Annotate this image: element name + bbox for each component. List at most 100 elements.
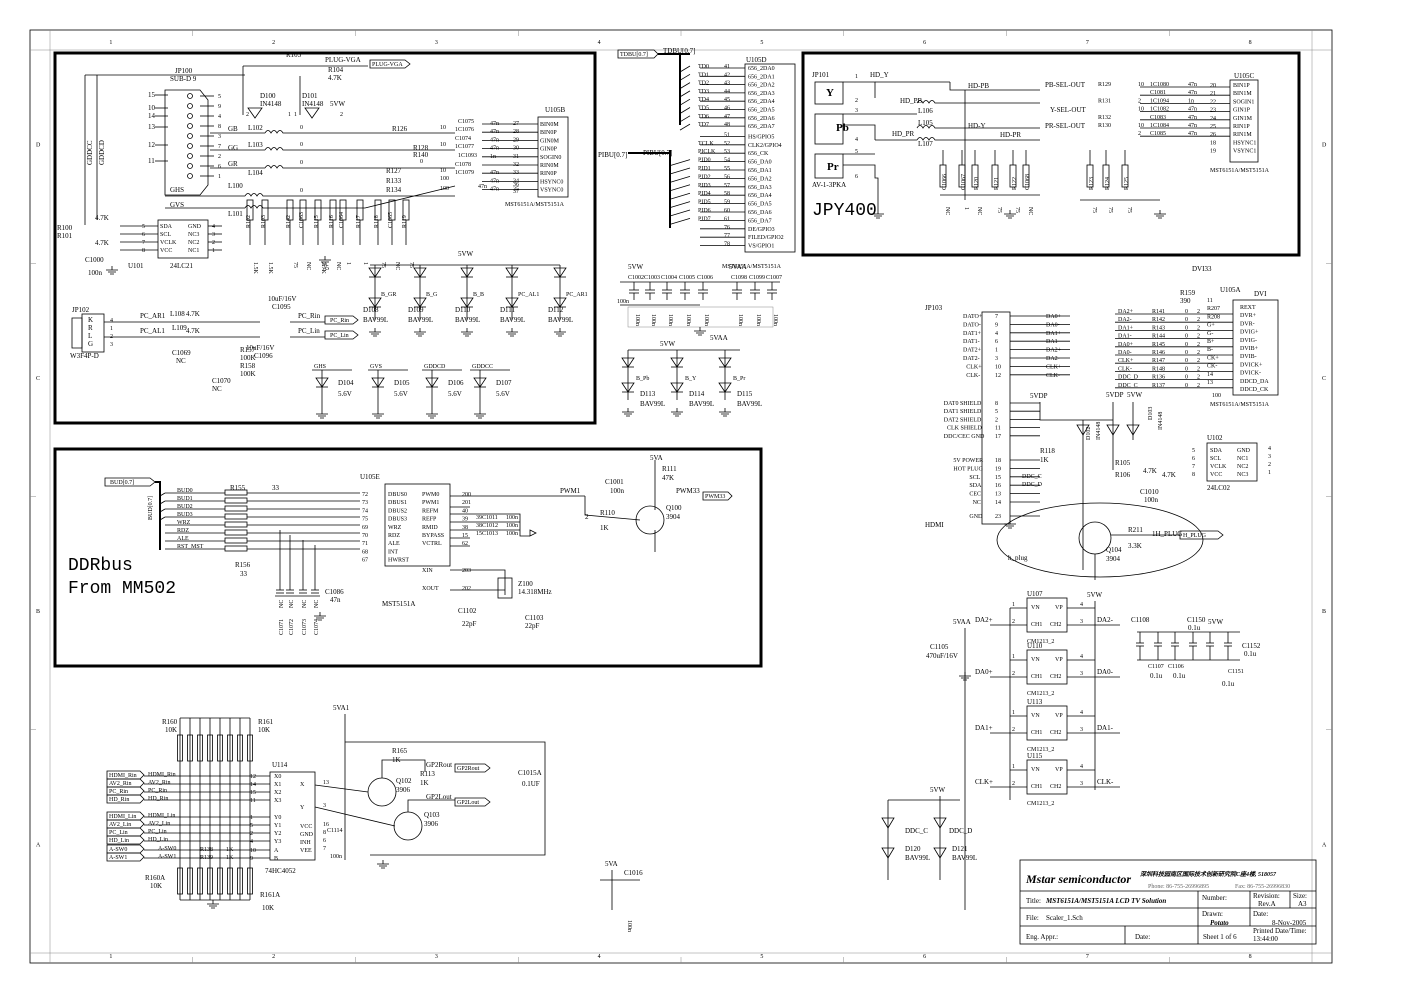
cm1213-pin-num: 1: [1012, 710, 1015, 716]
company-address: 深圳科技园南区国际技术创新研究院C座4楼, 518057: [1140, 870, 1277, 878]
u114-pin-num: 5: [250, 823, 253, 829]
u114-pin-num: 8: [323, 830, 326, 836]
dvi-net: CLK+: [1118, 358, 1134, 364]
u114-pin-num: 14: [250, 782, 256, 788]
u105d-net: TD3: [698, 89, 709, 95]
ddr-net: ALE: [177, 536, 189, 542]
jp101-type: AV-1-3PKA: [812, 181, 846, 189]
zener-net: GHS: [314, 364, 326, 370]
svg-text:IN4148: IN4148: [1096, 422, 1102, 440]
ddr-net: BUD1: [177, 496, 193, 502]
dvi-net: DA0+: [1118, 342, 1134, 348]
u105c-pin-num: 25: [1210, 124, 1216, 130]
decap-value: 100n: [737, 314, 743, 326]
dvi-res-ref: R144: [1152, 334, 1165, 340]
ypbpr-part-ref: R123: [1089, 177, 1095, 190]
svg-text:R161: R161: [258, 718, 274, 726]
svg-text:0: 0: [300, 142, 303, 148]
u102-pin-num: 7: [1192, 464, 1195, 470]
ypbpr-cap-value: 47n: [1188, 90, 1197, 96]
u114-pin-right: VCC: [300, 824, 312, 830]
jp103-pin: CLK SHIELD: [947, 426, 982, 432]
svg-text:2: 2: [855, 98, 858, 104]
u105d-pin-num: 51: [724, 132, 730, 138]
u105a-pin-num: 13: [1207, 380, 1213, 386]
esd-diode-ref: D110: [455, 306, 471, 314]
ypbpr-res-value: 2: [1138, 98, 1141, 104]
wire: [679, 107, 691, 114]
cm1213-part: CM1213_2: [1027, 691, 1054, 697]
wire: [159, 492, 166, 497]
u102-pin-left: SDA: [1210, 448, 1223, 454]
vga-part-value: NC: [394, 262, 400, 270]
cm1213-pin-num: 4: [1080, 764, 1083, 770]
svg-text:100: 100: [440, 176, 449, 182]
mux-input-port: [106, 770, 145, 780]
u105d-pin-num: 46: [724, 106, 730, 112]
cm1213-pin-num: 1: [1012, 654, 1015, 660]
u114-pin-num: 7: [323, 846, 326, 852]
u105d-pin: 656_DA1: [748, 168, 772, 174]
u105e-pin-left: RDZ: [388, 533, 400, 539]
esd-diode-ref: D113: [640, 390, 656, 398]
dvi-pin-num: 2: [1197, 366, 1200, 372]
u105b-pin: GIN0P: [540, 147, 558, 153]
svg-text:HD-Y: HD-Y: [968, 122, 986, 130]
ddr-cap-value: NC: [289, 600, 295, 608]
svg-text:470uF/16V: 470uF/16V: [926, 652, 958, 660]
mux-input-port-label: HDMI_Lin: [109, 814, 136, 820]
vga-part-value: 1.5K: [267, 262, 273, 275]
vga-pin: 11: [148, 157, 155, 165]
u105b-pin: BIN0M: [540, 122, 559, 128]
svg-text:R157: R157: [240, 346, 256, 354]
cm1213-pin: VN: [1031, 767, 1040, 773]
border-col-label: 8: [1249, 954, 1252, 960]
u114-pin-num: 1: [250, 815, 253, 821]
u114-pin-right: INH: [300, 840, 311, 846]
ypbpr-cap-value: 47n: [1188, 107, 1197, 113]
svg-text:IN4148: IN4148: [260, 100, 282, 108]
svg-text:R160: R160: [162, 718, 178, 726]
svg-text:GB: GB: [228, 125, 238, 133]
svg-text:5VDP: 5VDP: [1030, 392, 1048, 400]
svg-text:PR-SEL-OUT: PR-SEL-OUT: [1045, 122, 1086, 130]
dvi-res-value: 0: [1185, 350, 1188, 356]
u105d-pin-num: 60: [724, 208, 730, 214]
ground-symbol: [377, 860, 389, 869]
zener-ref: D107: [496, 379, 512, 387]
svg-text:R133: R133: [386, 177, 402, 185]
esd-cap-ref: C1106: [1168, 664, 1184, 670]
u102-pin-left: SCL: [1210, 456, 1221, 462]
tdbu-label: TDBU[0.7]: [663, 47, 695, 55]
ypbpr-cap-ref: C1085: [1150, 131, 1166, 137]
border-col-label: 2: [272, 40, 275, 46]
svg-text:DDC_C: DDC_C: [905, 827, 928, 835]
cm1213-pin-num: 3: [1080, 619, 1083, 625]
wire: [679, 115, 691, 123]
gddcc-net: GDDCC: [86, 140, 94, 165]
svg-text:IN4148: IN4148: [1158, 412, 1164, 430]
jp100-type: SUB-D 9: [170, 75, 197, 83]
diode-symbol: [670, 357, 684, 368]
vga-part-value: NC: [305, 262, 311, 270]
u105c-pin-num: 21: [1210, 91, 1216, 97]
u114-pin-num: 6: [323, 838, 326, 844]
ground-symbol: [1004, 520, 1016, 529]
jp103-pin: CEC: [969, 492, 981, 498]
border-col-label: 6: [923, 954, 926, 960]
u105d-net: TD7: [698, 122, 709, 128]
svg-text:22pF: 22pF: [525, 622, 540, 630]
svg-text:1C1076: 1C1076: [455, 127, 474, 133]
resistor-symbol: [227, 867, 233, 895]
ypbpr-cap-value: 47n: [1188, 115, 1197, 121]
u105d-pin: 656_DA3: [748, 185, 772, 191]
u105d-pin: 656_DA5: [748, 202, 772, 208]
u105d-pin-num: 45: [724, 97, 730, 103]
rail-label: 5VW: [1208, 618, 1224, 626]
svg-text:C1001: C1001: [605, 478, 624, 486]
u105d-net: TD5: [698, 106, 709, 112]
u105a-pin-num: R207: [1207, 306, 1220, 312]
rail-label: 5VW: [660, 340, 676, 348]
vga-pin: 2: [218, 154, 221, 160]
ypbpr-res-ref: R132: [1098, 115, 1111, 121]
